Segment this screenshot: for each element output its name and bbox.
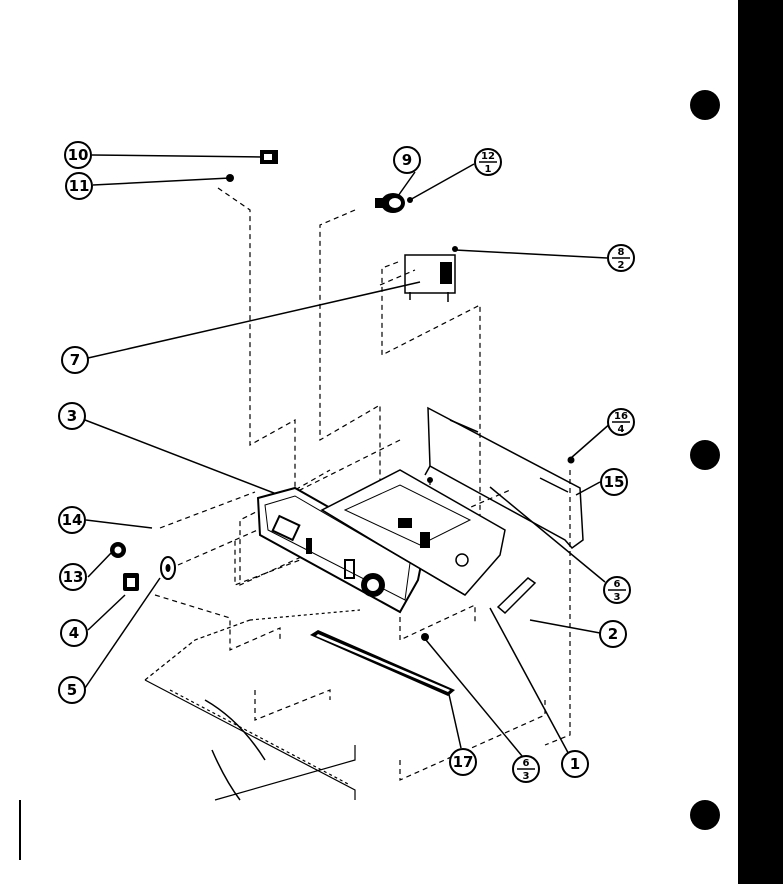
callout-17: 17 [449,748,477,776]
part-4-button [123,573,139,591]
part-10-switch [260,150,278,164]
callout-6-3-right-top: 6 [614,579,621,590]
callout-1-label: 1 [570,755,580,773]
page-edge-bar [738,0,783,884]
callout-9-label: 9 [402,151,412,169]
screw-12-1 [407,197,413,203]
callout-5: 5 [58,676,86,704]
screw-6-3-upper [427,477,433,483]
callout-6-3-right: 6 3 [603,576,631,604]
part-7-timer [404,254,456,302]
callout-12-1-top: 12 [481,151,495,162]
callout-15: 15 [600,468,628,496]
part-17-trim-strip [310,630,455,696]
part-15-bracket [424,406,584,550]
callout-10-label: 10 [68,146,89,164]
callout-8-2: 8 2 [607,244,635,272]
callout-12-1-bottom: 1 [485,164,492,175]
callout-3-label: 3 [67,407,77,425]
leader-lines [84,154,613,763]
callout-8-2-bottom: 2 [618,260,625,271]
screw-8-2 [452,246,458,252]
screw-16-4 [567,456,575,464]
callout-3: 3 [58,402,86,430]
callout-4: 4 [60,619,88,647]
screw-6-3-lower [421,633,429,641]
binder-hole-top [690,90,720,120]
callout-7-label: 7 [70,351,80,369]
assembly-dashed-lines [154,187,571,781]
callout-10: 10 [64,141,92,169]
callout-1: 1 [561,750,589,778]
callout-5-label: 5 [67,681,77,699]
callout-7: 7 [61,346,89,374]
callout-15-label: 15 [604,473,625,491]
callout-6-3-bottom-bottom: 3 [523,771,530,782]
part-3-graphic-panel [256,486,424,614]
callout-13-label: 13 [63,568,84,586]
part-5-washer [160,556,176,580]
callout-2: 2 [599,620,627,648]
callout-4-label: 4 [69,624,79,642]
callout-2-label: 2 [608,625,618,643]
part-9-knob [375,193,405,213]
cabinet-top-outline [144,609,361,801]
binder-hole-middle [690,440,720,470]
callout-9: 9 [393,146,421,174]
callout-14-label: 14 [62,511,83,529]
callout-6-3-bottom-top: 6 [523,758,530,769]
callout-14: 14 [58,506,86,534]
callout-6-3-bottom: 6 3 [512,755,540,783]
part-1-console-body [320,469,506,596]
callout-13: 13 [59,563,87,591]
callout-16-4: 16 4 [607,408,635,436]
callout-8-2-top: 8 [618,247,625,258]
part-2-strip [496,577,537,615]
callout-16-4-top: 16 [614,411,628,422]
part-11-screw [226,174,234,182]
callout-11-label: 11 [69,177,90,195]
callout-6-3-right-bottom: 3 [614,592,621,603]
binder-hole-bottom [690,800,720,830]
callout-17-label: 17 [453,753,474,771]
callout-11: 11 [65,172,93,200]
part-13-knob [110,542,126,558]
callout-16-4-bottom: 4 [618,424,625,435]
callout-12-1: 12 1 [474,148,502,176]
